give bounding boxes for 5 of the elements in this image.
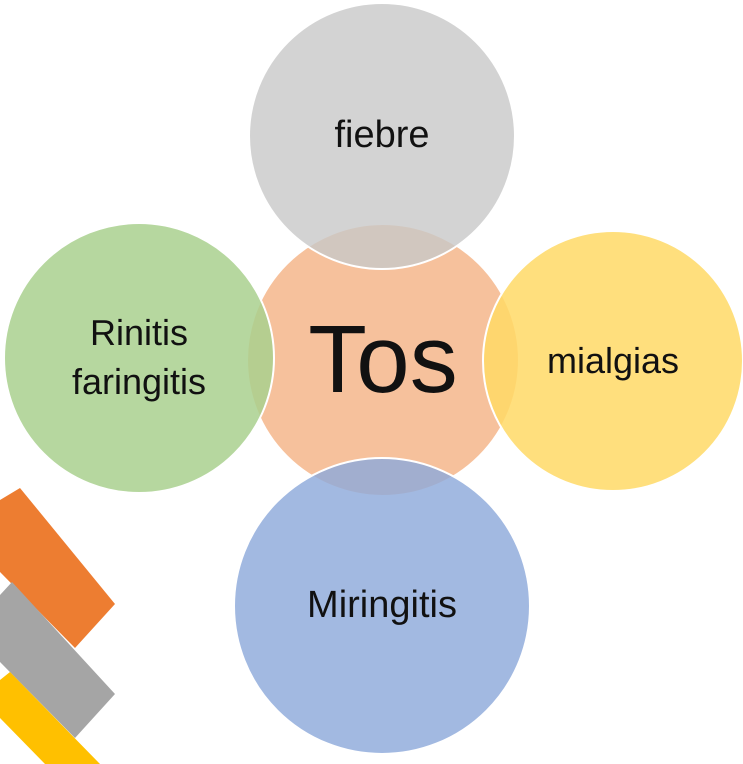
circle-label: Miringitis bbox=[307, 583, 457, 628]
circle-label: Tos bbox=[308, 305, 458, 416]
circle-label: fiebre bbox=[334, 113, 430, 158]
circle-label: Rinitis faringitis bbox=[70, 311, 208, 404]
circle-label: mialgias bbox=[546, 338, 680, 383]
